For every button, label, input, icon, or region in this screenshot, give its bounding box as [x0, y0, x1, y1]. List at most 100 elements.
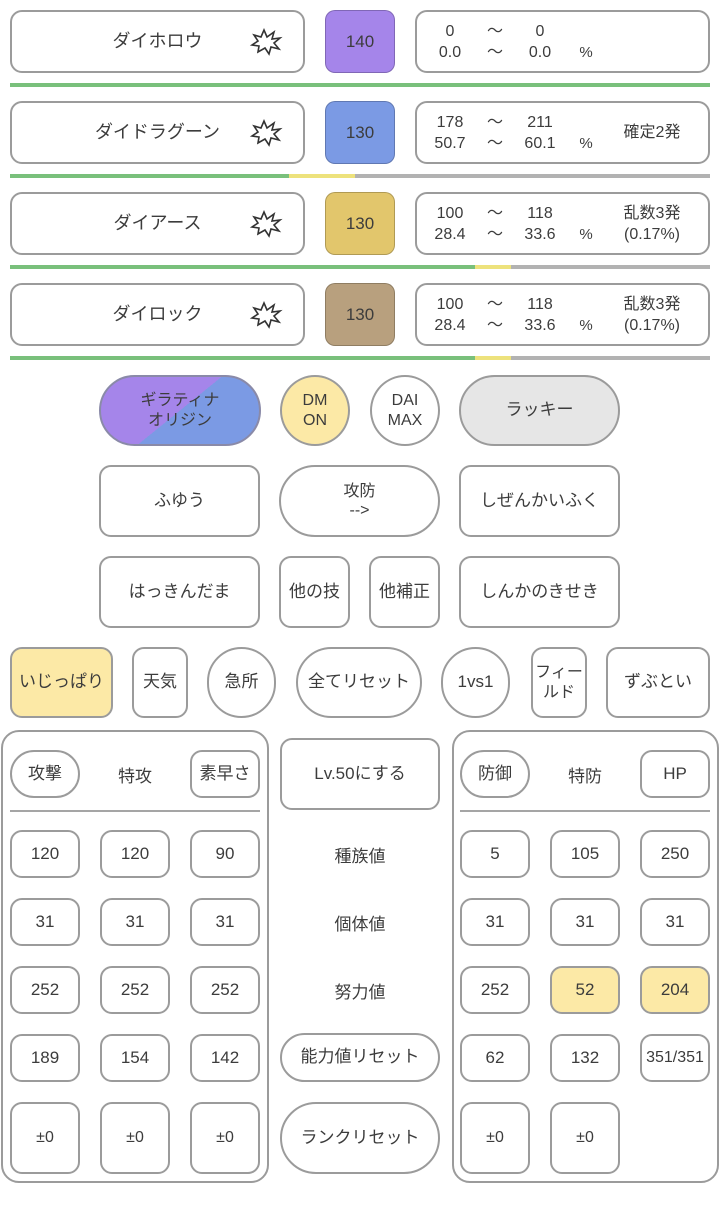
eviolite-button[interactable]: しんかのきせき [459, 556, 620, 628]
sp-attack-rank[interactable]: ±0 [100, 1102, 170, 1174]
field-line-2: ルド [542, 683, 575, 701]
dm-toggle[interactable]: DM ON [280, 375, 350, 446]
levitate-button[interactable]: ふゆう [99, 465, 260, 537]
sp-defense-iv[interactable]: 31 [550, 898, 620, 946]
daimax-toggle[interactable]: DAI MAX [370, 375, 440, 446]
hp-iv[interactable]: 31 [640, 898, 710, 946]
form-line-1: ギラティナ [140, 392, 220, 410]
move-name-button[interactable]: ダイドラグーン [10, 101, 305, 164]
sp-attack-base-stat[interactable]: 120 [100, 830, 170, 878]
damage-min: 100 [436, 296, 464, 313]
form-line-2: オリジン [147, 411, 212, 429]
attack-iv[interactable]: 31 [10, 898, 80, 946]
percent-min: 0.0 [438, 44, 462, 61]
hp-bar [10, 356, 710, 360]
critical-hit-button[interactable]: 急所 [207, 647, 276, 718]
move-name-button[interactable]: ダイアース [10, 192, 305, 255]
tilde: ～ [486, 135, 503, 152]
speed-stat-value[interactable]: 142 [190, 1034, 260, 1082]
defense-stat-value[interactable]: 62 [460, 1034, 530, 1082]
move-name-button[interactable]: ダイホロウ [10, 10, 305, 73]
defense-iv[interactable]: 31 [460, 898, 530, 946]
move-power-badge[interactable]: 130 [325, 101, 395, 164]
stat-tab-speed[interactable]: 素早さ [190, 750, 260, 798]
field-button[interactable]: フィー ルド [531, 647, 587, 718]
dm-toggle-line-1: DM [302, 392, 328, 410]
damage-range: 100 ～ 118 [417, 204, 708, 224]
weather-button[interactable]: 天気 [132, 647, 188, 718]
defense-ev[interactable]: 252 [460, 966, 530, 1014]
stat-tab-hp[interactable]: HP [640, 750, 710, 798]
hp-bar-remaining [10, 83, 710, 87]
regenerator-button[interactable]: しぜんかいふく [459, 465, 620, 537]
ko-verdict [607, 12, 697, 71]
dynamax-burst-icon[interactable] [249, 119, 283, 147]
sp-defense-stat-value[interactable]: 132 [550, 1034, 620, 1082]
dynamax-burst-icon[interactable] [249, 28, 283, 56]
percent-min: 28.4 [434, 317, 466, 334]
other-modifier-button[interactable]: 他補正 [369, 556, 440, 628]
verdict-line-2: (0.17%) [623, 225, 681, 243]
sp-defense-ev[interactable]: 52 [550, 966, 620, 1014]
attacker-nature-button[interactable]: いじっぱり [10, 647, 113, 718]
speed-rank[interactable]: ±0 [190, 1102, 260, 1174]
percent-range: 28.4 ～ 33.6 % [417, 316, 708, 336]
damage-max: 211 [527, 114, 553, 131]
attack-rank[interactable]: ±0 [10, 1102, 80, 1174]
move-row-1: ダイホロウ 140 0 ～ 0 0.0 ～ 0.0 % [0, 10, 720, 90]
stat-tab-sp-defense[interactable]: 特防 [568, 766, 602, 786]
percent-range: 50.7 ～ 60.1 % [417, 134, 708, 154]
sp-defense-base-stat[interactable]: 105 [550, 830, 620, 878]
speed-ev[interactable]: 252 [190, 966, 260, 1014]
attack-base-stat[interactable]: 120 [10, 830, 80, 878]
hp-base-stat[interactable]: 250 [640, 830, 710, 878]
swap-direction-button[interactable]: 攻防 --> [279, 465, 440, 537]
verdict-line-1: 乱数3発 [623, 295, 681, 313]
sp-attack-ev[interactable]: 252 [100, 966, 170, 1014]
set-level-50-button[interactable]: Lv.50にする [280, 738, 440, 810]
divider [460, 810, 710, 812]
attack-stat-value[interactable]: 189 [10, 1034, 80, 1082]
defender-nature-button[interactable]: ずぶとい [606, 647, 710, 718]
move-power-badge[interactable]: 140 [325, 10, 395, 73]
divider [10, 810, 260, 812]
lucky-button[interactable]: ラッキー [459, 375, 620, 446]
move-power-badge[interactable]: 130 [325, 283, 395, 346]
rank-reset-button[interactable]: ランクリセット [280, 1102, 440, 1174]
reset-all-button[interactable]: 全てリセット [296, 647, 422, 718]
defender-stats-panel: 防御 特防 HP 5 105 250 31 31 31 252 52 204 6… [452, 730, 719, 1183]
battle-mode-button[interactable]: 1vs1 [441, 647, 510, 718]
sp-attack-iv[interactable]: 31 [100, 898, 170, 946]
field-line-1: フィー [535, 664, 583, 682]
sp-defense-rank[interactable]: ±0 [550, 1102, 620, 1174]
speed-base-stat[interactable]: 90 [190, 830, 260, 878]
defense-rank[interactable]: ±0 [460, 1102, 530, 1174]
hp-stat-value[interactable]: 351/351 [640, 1034, 710, 1082]
verdict-line-1: 確定2発 [623, 124, 681, 141]
dynamax-burst-icon[interactable] [249, 210, 283, 238]
dynamax-burst-icon[interactable] [249, 301, 283, 329]
percent-max: 60.1 [524, 135, 556, 152]
item-button[interactable]: はっきんだま [99, 556, 260, 628]
stat-reset-button[interactable]: 能力値リセット [280, 1033, 440, 1082]
hp-ev[interactable]: 204 [640, 966, 710, 1014]
other-move-button[interactable]: 他の技 [279, 556, 350, 628]
move-name-button[interactable]: ダイロック [10, 283, 305, 346]
ko-verdict: 乱数3発 (0.17%) [607, 285, 697, 344]
stat-tab-sp-attack[interactable]: 特攻 [118, 766, 152, 786]
move-row-4: ダイロック 130 100 ～ 118 28.4 ～ 33.6 % 乱数3発 (… [0, 283, 720, 363]
form-select-button[interactable]: ギラティナ オリジン [99, 375, 261, 446]
move-row-3: ダイアース 130 100 ～ 118 28.4 ～ 33.6 % 乱数3発 (… [0, 192, 720, 272]
defense-base-stat[interactable]: 5 [460, 830, 530, 878]
ev-label: 努力値 [334, 982, 386, 1002]
move-name: ダイホロウ [112, 30, 203, 51]
move-power-badge[interactable]: 130 [325, 192, 395, 255]
stat-tab-defense[interactable]: 防御 [460, 750, 530, 798]
stat-tab-attack[interactable]: 攻撃 [10, 750, 80, 798]
base-stats-label: 種族値 [334, 846, 386, 866]
speed-iv[interactable]: 31 [190, 898, 260, 946]
tilde: ～ [486, 296, 503, 313]
damage-max: 0 [535, 23, 545, 40]
attack-ev[interactable]: 252 [10, 966, 80, 1014]
sp-attack-stat-value[interactable]: 154 [100, 1034, 170, 1082]
